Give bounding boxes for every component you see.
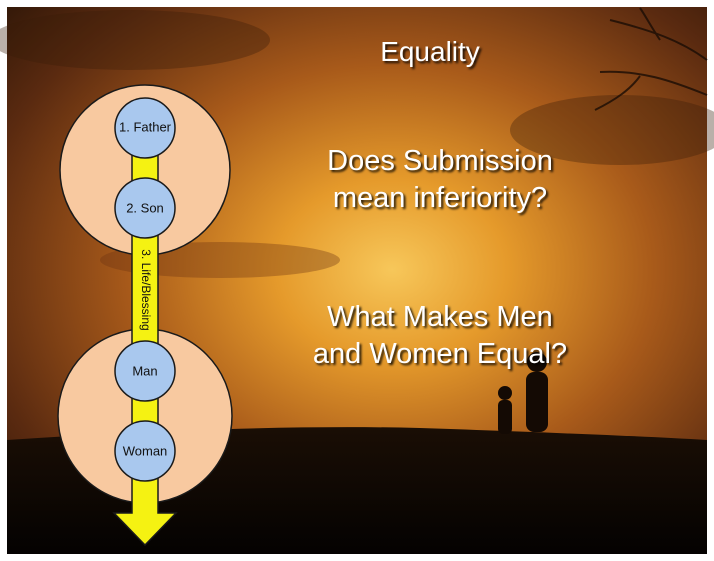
question-submission-line-2: mean inferiority?	[332, 182, 548, 214]
question-equality-line-1: What Makes Men	[327, 301, 553, 333]
woman-node-label: Woman	[123, 443, 168, 458]
flow-arrow-label: 3. Life/Blessing	[139, 249, 153, 330]
question-submission: Does Submission mean inferiority?	[280, 143, 600, 217]
question-submission-line-1: Does Submission	[327, 145, 553, 177]
question-equality: What Makes Men and Women Equal?	[270, 299, 610, 373]
man-node-label: Man	[132, 363, 157, 378]
woman-node	[114, 420, 176, 482]
question-equality-line-2: and Women Equal?	[312, 338, 568, 370]
man-node	[114, 340, 176, 402]
son-node	[114, 177, 176, 239]
father-node-label: 1. Father	[119, 119, 172, 134]
father-node	[114, 97, 176, 159]
son-node-label: 2. Son	[126, 200, 164, 215]
slide-title: Equality	[380, 36, 480, 67]
